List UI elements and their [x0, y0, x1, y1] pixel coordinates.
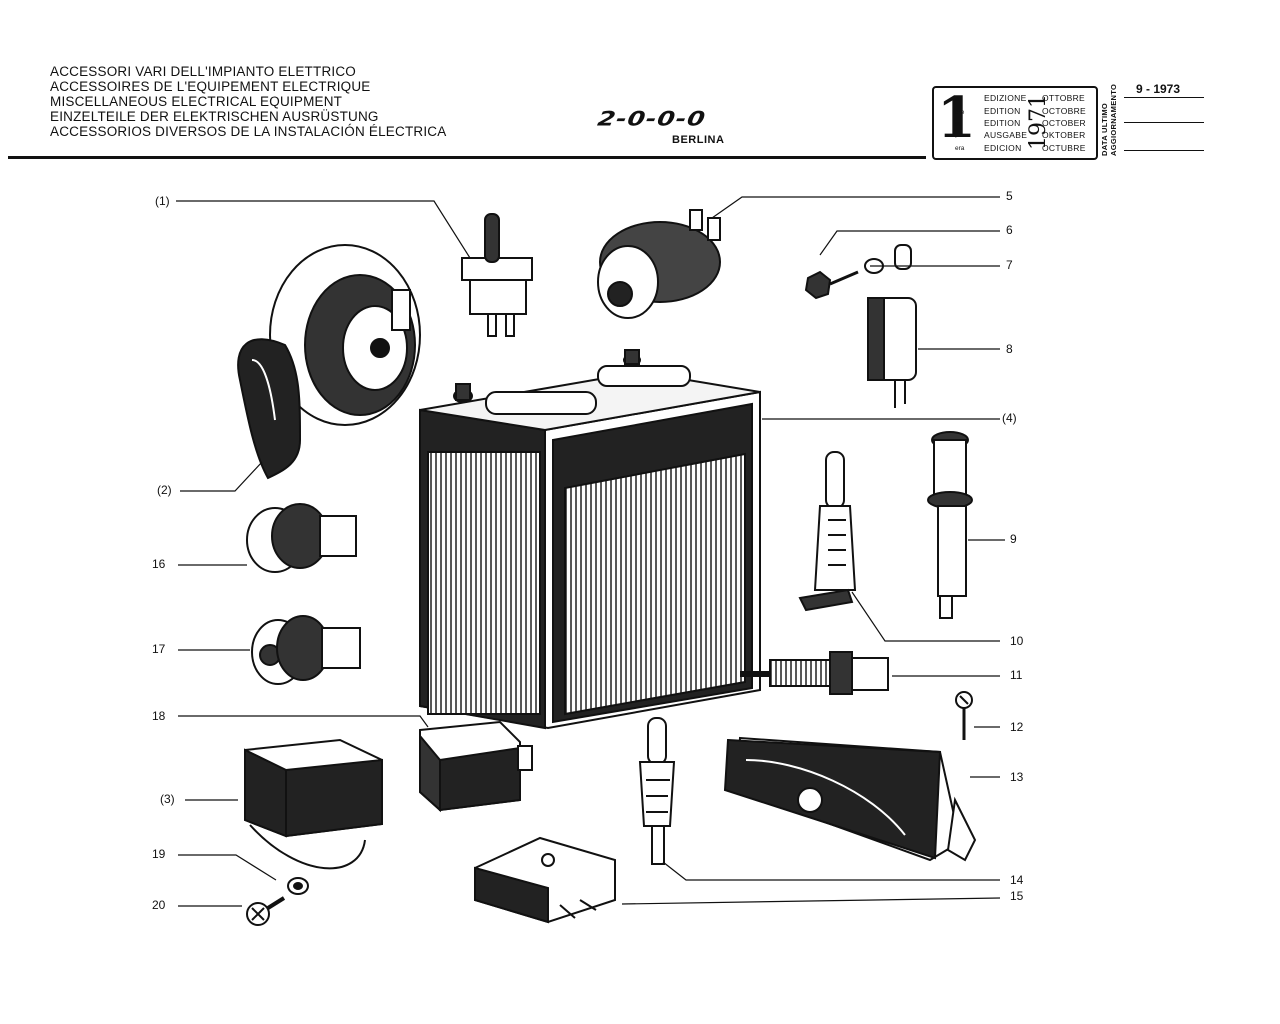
model-variant: BERLINA [672, 134, 725, 146]
callout-13: 13 [1010, 770, 1024, 784]
edition-month-de: OKTOBER [1042, 130, 1086, 140]
callout-15: 15 [1010, 889, 1024, 903]
voltage-regulator-illustration [474, 836, 616, 924]
callout-11: 11 [1010, 668, 1023, 682]
title-en: MISCELLANEOUS ELECTRICAL EQUIPMENT [50, 94, 343, 109]
washer-19-illustration [287, 877, 309, 895]
callout-20: 20 [152, 898, 166, 912]
toggle-switch-illustration [461, 213, 533, 337]
callout-8: 8 [1006, 342, 1013, 356]
relay-3-illustration [244, 738, 383, 870]
header-rule [8, 156, 926, 159]
door-switch-illustration [798, 451, 857, 612]
update-line-3 [1124, 150, 1204, 151]
relay-18-illustration [419, 720, 533, 813]
ignition-switch-illustration [597, 209, 721, 319]
leader-lines [176, 196, 1005, 907]
pushbutton-16-illustration [246, 503, 357, 573]
callout-6: 6 [1006, 223, 1013, 237]
title-fr: ACCESSOIRES DE L'EQUIPEMENT ELECTRIQUE [50, 79, 371, 94]
title-es: ACCESSORIOS DIVERSOS DE LA INSTALACIÓN É… [50, 124, 447, 139]
edition-month-en: OCTOBER [1042, 118, 1086, 128]
edition-label-en: EDITION [984, 118, 1021, 128]
screw-20-illustration [246, 896, 286, 926]
horn-illustration [237, 244, 421, 480]
callout-16: 16 [152, 557, 166, 571]
courtesy-lamp-illustration [723, 736, 977, 862]
callout-10: 10 [1010, 634, 1024, 648]
callout-4: (4) [1002, 411, 1017, 425]
pushbutton-switch-illustration [638, 717, 676, 865]
edition-box [932, 86, 1098, 160]
edition-month-it: OTTOBRE [1042, 93, 1086, 103]
edition-suffix-it: a [955, 96, 959, 103]
update-date: 9 - 1973 [1136, 82, 1181, 96]
edition-suffix-en: st [955, 121, 961, 128]
edition-label-fr: EDITION [984, 106, 1021, 116]
pushbutton-17-illustration [251, 615, 361, 685]
callout-5: 5 [1006, 189, 1013, 203]
callout-14: 14 [1010, 873, 1024, 887]
callout-19: 19 [152, 847, 166, 861]
cigar-lighter-illustration [927, 431, 973, 619]
callout-17: 17 [152, 642, 166, 656]
edition-month-es: OCTUBRE [1042, 143, 1086, 153]
edition-month-fr: OCTOBRE [1042, 106, 1086, 116]
callout-2: (2) [157, 483, 172, 497]
callout-3: (3) [160, 792, 175, 806]
title-block: ACCESSORI VARI DELL'IMPIANTO ELETTRICO A… [50, 64, 446, 139]
edition-label-it: EDIZIONE [984, 93, 1027, 103]
stop-light-switch-illustration [740, 651, 889, 695]
callout-7: 7 [1006, 258, 1013, 272]
callout-12: 12 [1010, 720, 1024, 734]
callout-9: 9 [1010, 532, 1017, 546]
condenser-illustration [804, 244, 917, 408]
update-line-1 [1124, 97, 1204, 98]
callout-18: 18 [152, 709, 166, 723]
callout-1: (1) [155, 194, 170, 208]
update-line-2 [1124, 122, 1204, 123]
edition-suffix-es: era [955, 145, 965, 152]
edition-suffix-de: . [955, 133, 957, 140]
edition-label-es: EDICION [984, 143, 1022, 153]
title-de: EINZELTEILE DER ELEKTRISCHEN AUSRÜSTUNG [50, 109, 379, 124]
edition-label-de: AUSGABE [984, 130, 1028, 140]
screw-illustration [955, 691, 973, 740]
edition-number: 1 [937, 85, 976, 151]
edition-suffix-fr: ere [955, 109, 965, 116]
title-it: ACCESSORI VARI DELL'IMPIANTO ELETTRICO [50, 64, 356, 79]
battery-illustration [419, 349, 761, 730]
